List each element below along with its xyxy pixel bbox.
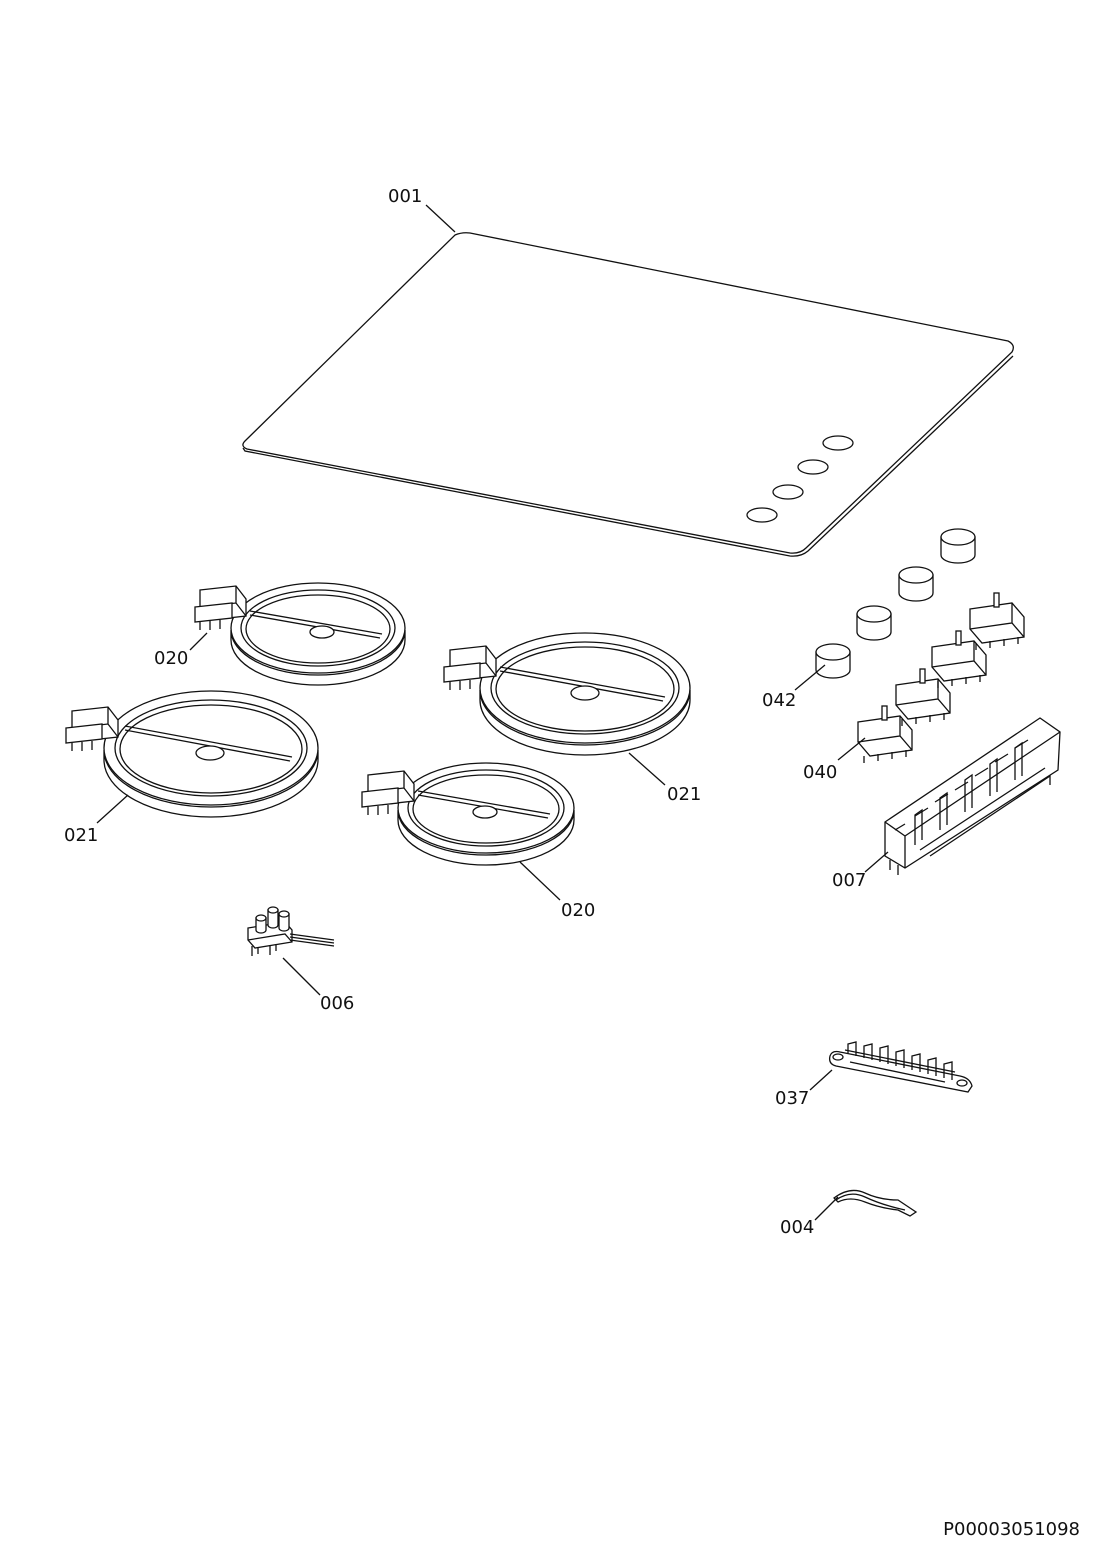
document-number: P00003051098 <box>943 1519 1080 1540</box>
callout-006: 006 <box>320 993 354 1014</box>
part-knobs[interactable] <box>815 528 976 679</box>
part-hotplate-back-right[interactable] <box>443 632 691 756</box>
knob-hole-2 <box>772 484 804 500</box>
part-terminal-block[interactable] <box>247 906 335 956</box>
knob-hole-4 <box>822 435 854 451</box>
knob-hole-1 <box>746 507 778 523</box>
part-connection-terminal[interactable] <box>828 1041 973 1093</box>
callout-037: 037 <box>775 1088 809 1109</box>
callout-004: 004 <box>780 1217 814 1238</box>
leader-lines <box>96 204 889 1221</box>
callout-007: 007 <box>832 870 866 891</box>
callout-labels: 001 020 021 021 020 042 040 007 006 037 … <box>64 186 866 1238</box>
part-hotplate-back-left[interactable] <box>194 582 406 686</box>
callout-021-front-left: 021 <box>64 825 98 846</box>
callout-042: 042 <box>762 690 796 711</box>
callout-040: 040 <box>803 762 837 783</box>
part-energy-regulators[interactable] <box>857 592 1025 763</box>
callout-020-back-left: 020 <box>154 648 188 669</box>
callout-020-front-right: 020 <box>561 900 595 921</box>
part-hotplate-front-left[interactable] <box>65 690 319 818</box>
part-cable-clamp[interactable] <box>833 1189 918 1217</box>
callout-021-back-right: 021 <box>667 784 701 805</box>
part-control-housing[interactable] <box>884 717 1061 875</box>
callout-001: 001 <box>388 186 422 207</box>
knob-hole-3 <box>797 459 829 475</box>
part-hotplate-front-right[interactable] <box>361 762 575 866</box>
part-glass-top[interactable] <box>242 232 1014 557</box>
